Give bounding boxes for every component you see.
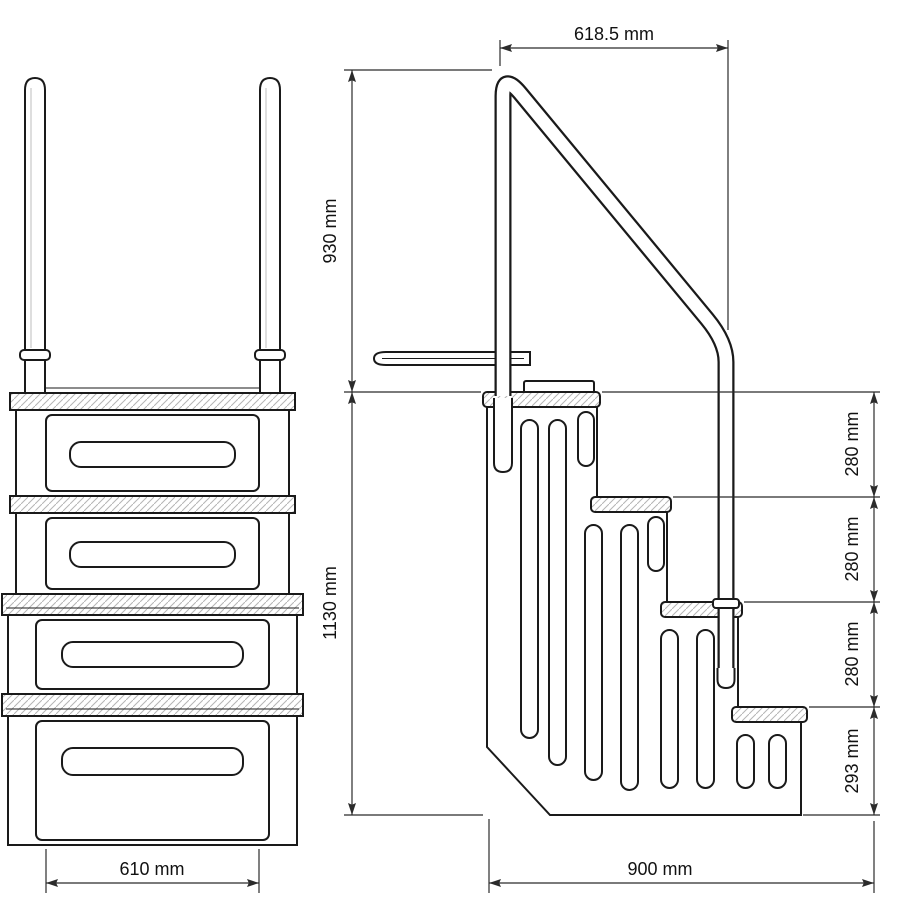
rise-label-4: 293 mm <box>842 728 862 793</box>
side-slot-5 <box>660 629 679 789</box>
front-riser-panel-4 <box>35 720 270 841</box>
front-riser-slot-2 <box>69 541 236 568</box>
front-riser-slot-4 <box>61 747 244 776</box>
side-slot-3 <box>584 524 603 781</box>
front-right-post <box>259 76 281 395</box>
side-tread-2 <box>590 496 672 513</box>
dim-handrail-offset: 618.5 mm <box>499 24 729 330</box>
dim-step-rises: 280 mm 280 mm 280 mm 293 mm <box>602 391 880 816</box>
dim-heights-left: 930 mm 1130 mm <box>320 69 492 816</box>
side-slot-6 <box>696 629 715 789</box>
front-tread-bar-2 <box>9 495 296 514</box>
dim-depth: 900 mm <box>488 819 875 893</box>
front-left-post <box>24 76 46 395</box>
front-tread-bar-4 <box>1 693 304 717</box>
side-slot-1 <box>520 419 539 739</box>
overall-height-label: 1130 mm <box>320 566 340 640</box>
side-handrail <box>494 75 740 690</box>
side-slot-8 <box>768 734 787 789</box>
front-right-post-collar <box>254 349 286 361</box>
side-tread-4 <box>731 706 808 723</box>
front-tread-bar-3 <box>1 593 304 616</box>
front-view: 610 mm <box>1 76 304 893</box>
front-width-label: 610 mm <box>119 859 184 879</box>
handrail-end-cap <box>716 668 736 690</box>
side-slot-4 <box>620 524 639 791</box>
side-post-mount <box>493 398 513 474</box>
handrail-height-label: 930 mm <box>320 198 340 263</box>
dim-front-width: 610 mm <box>45 849 260 893</box>
rise-label-2: 280 mm <box>842 516 862 581</box>
front-left-post-collar <box>19 349 51 361</box>
side-step-bracket-1 <box>577 411 595 467</box>
side-view: 618.5 mm 930 mm 1130 mm 280 mm 280 mm 28 <box>320 24 880 893</box>
front-riser-slot-3 <box>61 641 244 668</box>
side-slot-2 <box>548 419 567 766</box>
handrail-step-collar <box>712 598 740 609</box>
handrail-core <box>496 77 733 680</box>
rise-label-3: 280 mm <box>842 621 862 686</box>
front-tread-bar-1 <box>9 392 296 411</box>
handrail-offset-label: 618.5 mm <box>574 24 654 44</box>
depth-label: 900 mm <box>627 859 692 879</box>
side-step-bracket-2 <box>647 516 665 572</box>
front-riser-slot-1 <box>69 441 236 468</box>
side-slot-7 <box>736 734 755 789</box>
rise-label-1: 280 mm <box>842 411 862 476</box>
